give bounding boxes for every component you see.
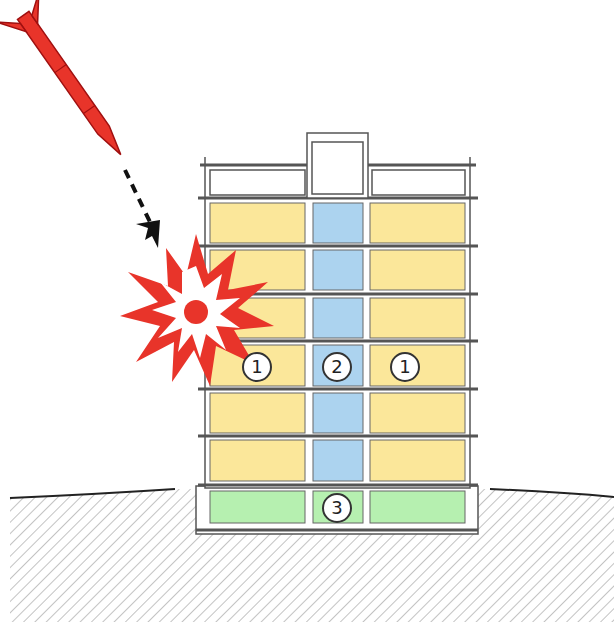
callout-number: 3 <box>331 499 342 517</box>
callout-circle: 1 <box>242 352 272 382</box>
callout-circle: 3 <box>322 493 352 523</box>
trajectory-arrowhead <box>136 220 160 248</box>
callout-circle: 1 <box>390 352 420 382</box>
callout-number: 1 <box>399 358 410 376</box>
callout-number: 2 <box>331 358 342 376</box>
basement-shelter <box>210 491 465 523</box>
building-shell <box>205 198 470 488</box>
roof-structure <box>200 133 476 198</box>
basement-shell <box>196 486 478 534</box>
floor-slabs <box>196 198 478 530</box>
callout-circle: 2 <box>322 352 352 382</box>
explosion <box>120 234 274 386</box>
trajectory-line <box>125 170 150 222</box>
missile <box>0 0 142 170</box>
callout-number: 1 <box>251 358 262 376</box>
